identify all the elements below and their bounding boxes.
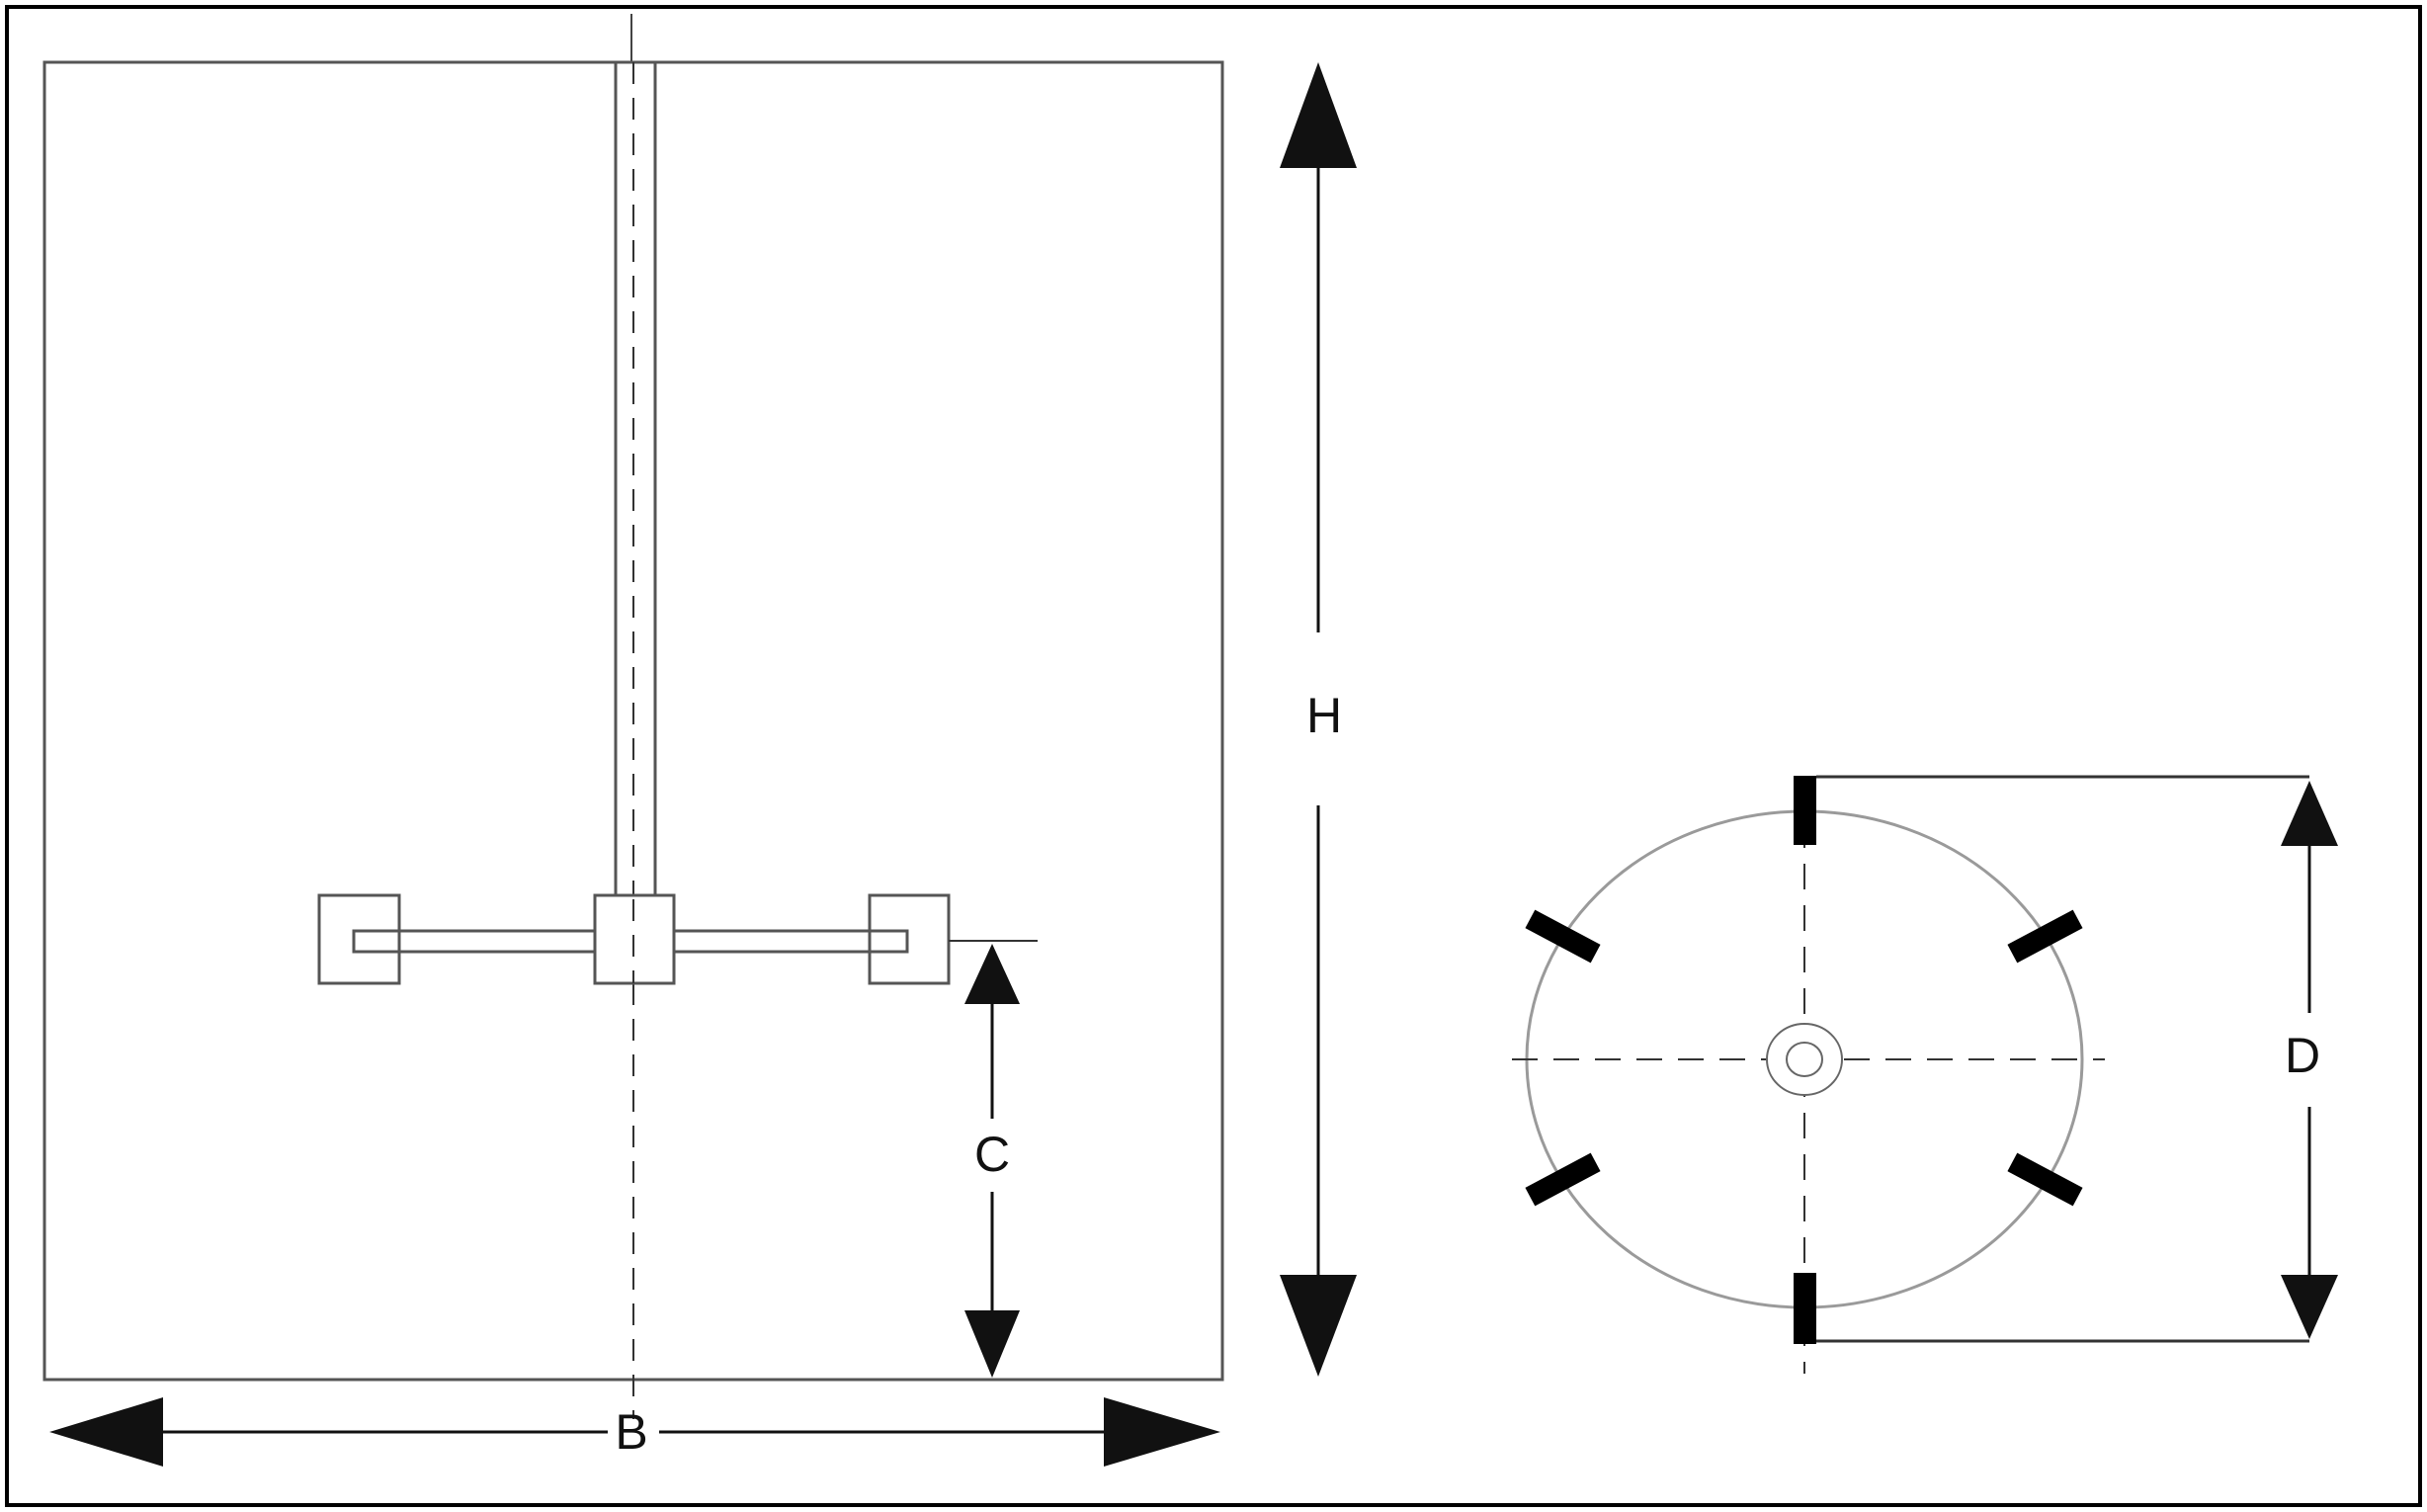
width-arrow-right [1104, 1397, 1220, 1467]
baffle-top [1794, 776, 1816, 845]
height-label: H [1306, 688, 1342, 743]
side-view: C B H [42, 14, 1357, 1467]
clearance-arrow-down [964, 1310, 1020, 1378]
top-view: D [1512, 775, 2338, 1374]
height-arrow-down [1280, 1275, 1357, 1377]
baffle-lower-left [1525, 1152, 1601, 1207]
impeller-blade-right [868, 893, 951, 985]
baffle-upper-right [2007, 909, 2083, 964]
height-arrow-up [1280, 62, 1357, 168]
diameter-arrow-down [2281, 1275, 2338, 1339]
baffle-bottom [1794, 1273, 1816, 1344]
clearance-arrow-up [964, 944, 1020, 1004]
baffle-lower-right [2007, 1152, 2083, 1207]
impeller-shaft [614, 60, 657, 899]
impeller-blade-left [317, 893, 401, 985]
diameter-label: D [2285, 1028, 2320, 1083]
width-label: B [615, 1404, 647, 1460]
diameter-arrow-up [2281, 781, 2338, 846]
width-arrow-left [49, 1397, 163, 1467]
baffle-upper-left [1525, 909, 1601, 964]
shaft-inner-ring [1786, 1042, 1823, 1077]
outer-frame [5, 5, 2422, 1507]
clearance-label: C [974, 1127, 1010, 1182]
